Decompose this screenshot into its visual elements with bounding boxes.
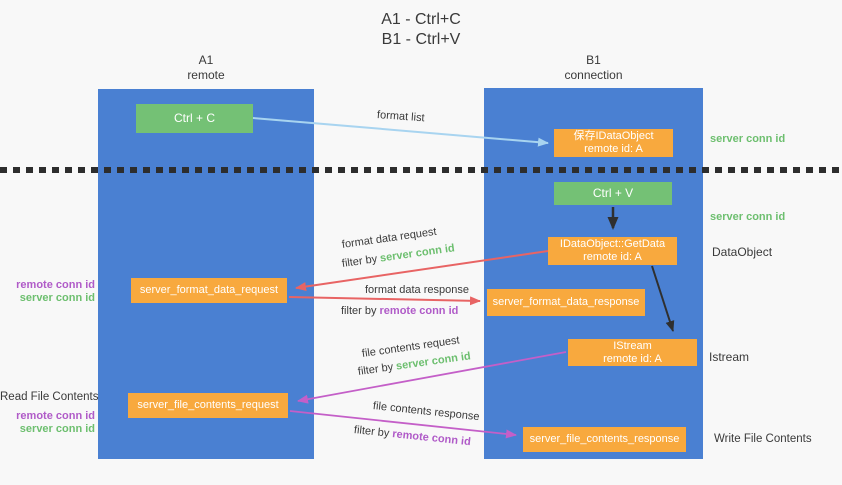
box-server-file-contents-response-label: server_file_contents_response [529,433,680,445]
column-b1-name: B1 [586,53,601,67]
remote-conn-id-text: remote conn id [379,305,459,317]
box-server-format-data-response-label: server_format_data_response [492,296,640,308]
annotation-server-conn-id-1: server conn id [19,291,95,304]
annotation-remote-conn-id-2: remote conn id [16,410,95,422]
filter-by-text: filter by [353,424,393,440]
annotation-server-conn-id-top: server conn id [710,133,786,145]
box-server-format-data-request-label: server_format_data_request [139,284,279,296]
label-filter-by-remote-conn-id-2: filter by remote conn id [353,424,471,448]
diagram-title: A1 - Ctrl+C B1 - Ctrl+V [0,10,842,50]
title-line-2: B1 - Ctrl+V [381,31,461,48]
server-conn-id-text: server conn id [379,242,456,265]
column-a1-name: A1 [198,53,214,67]
box-save-idataobject-line2: remote id: A [584,143,643,155]
annotation-istream: Istream [709,350,750,364]
annotation-conn-ids-file: remote conn id server conn id [0,410,95,435]
annotation-server-conn-id-2: server conn id [19,422,95,435]
label-file-contents-response: file contents response [372,400,481,424]
column-header-b1: B1 connection [484,53,703,83]
label-format-data-response: format data response [365,284,469,296]
box-ctrl-v: Ctrl + V [554,182,672,205]
box-server-file-contents-request: server_file_contents_request [128,393,288,418]
box-idataobject-getdata-line2: remote id: A [583,251,642,263]
annotation-remote-conn-id-1: remote conn id [16,279,95,291]
column-header-a1: A1 remote [98,53,314,83]
box-save-idataobject: 保存IDataObject remote id: A [554,129,673,157]
box-ctrl-c: Ctrl + C [136,104,253,133]
box-server-file-contents-response: server_file_contents_response [523,427,686,452]
annotation-read-file-contents: Read File Contents [0,391,99,403]
title-line-1: A1 - Ctrl+C [381,11,461,28]
box-save-idataobject-line1: 保存IDataObject [573,130,654,142]
box-server-format-data-request: server_format_data_request [131,278,287,303]
annotation-write-file-contents: Write File Contents [714,433,812,445]
label-filter-by-remote-conn-id-1: filter by remote conn id [341,305,458,317]
box-ctrl-v-label: Ctrl + V [592,186,634,200]
box-server-file-contents-request-label: server_file_contents_request [137,399,279,411]
box-istream-line1: IStream [613,339,652,352]
annotation-dataobject: DataObject [712,245,773,259]
box-server-format-data-response: server_format_data_response [487,289,645,316]
arrow-format-data-response [288,296,481,306]
filter-by-text: filter by [341,305,380,317]
annotation-server-conn-id-bottom: server conn id [710,211,786,223]
box-istream-line2: remote id: A [603,352,662,365]
column-a1-role: remote [187,68,225,82]
filter-by-text: filter by [357,360,397,378]
remote-conn-id-text: remote conn id [391,428,472,449]
label-format-list: format list [376,109,425,125]
filter-by-text: filter by [341,252,381,270]
annotation-conn-ids-format: remote conn id server conn id [0,279,95,304]
box-idataobject-getdata: IDataObject::GetData remote id: A [548,237,677,265]
box-istream: IStream remote id: A [568,339,697,366]
column-b1-role: connection [564,68,623,82]
box-idataobject-getdata-line1: IDataObject::GetData [559,238,666,250]
box-ctrl-c-label: Ctrl + C [173,111,215,125]
